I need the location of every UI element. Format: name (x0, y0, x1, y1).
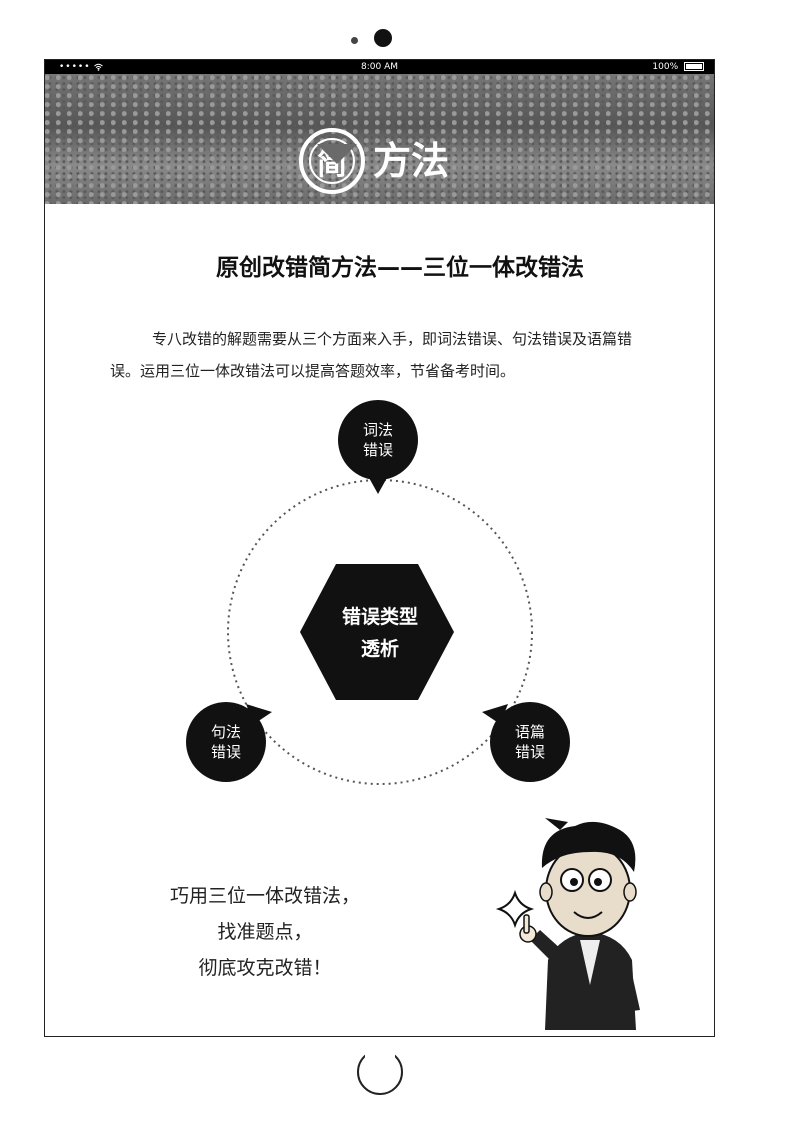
page-title: 原创改错简方法——三位一体改错法 (216, 255, 584, 281)
battery-percent: 100% (652, 62, 679, 72)
node-lexical-line1: 词法 (362, 421, 393, 439)
node-discourse-label: 语篇 错误 (500, 722, 560, 762)
device-sensor (351, 37, 358, 44)
intro-paragraph: 专八改错的解题需要从三个方面来入手，即词法错误、句法错误及语篇错误。运用三位一体… (110, 330, 633, 380)
sparkle-icon (495, 889, 535, 929)
node-lexical-line2: 错误 (362, 441, 393, 459)
banner-pointer (317, 144, 357, 164)
home-button[interactable] (357, 1047, 403, 1095)
node-syntactic-line2: 错误 (210, 743, 241, 761)
node-syntactic-label: 句法 错误 (196, 722, 256, 762)
node-lexical-label: 词法 错误 (348, 420, 408, 460)
slogan-line1: 巧用三位一体改错法， (169, 885, 360, 907)
slogan-line3: 彻底攻克改错！ (198, 957, 332, 979)
signal-dots: ••••• (59, 62, 91, 72)
clock: 8:00 AM (361, 62, 398, 72)
node-syntactic-line1: 句法 (210, 723, 241, 741)
device-camera (374, 29, 392, 47)
slogan: 巧用三位一体改错法， 找准题点， 彻底攻克改错！ (150, 878, 380, 986)
center-label: 错误类型 透析 (320, 601, 440, 665)
slogan-line2: 找准题点， (217, 921, 313, 943)
node-discourse-line2: 错误 (514, 743, 545, 761)
banner-title: 方法 (373, 139, 450, 183)
battery-indicator: 100% (652, 60, 704, 74)
header-banner: 简 方法 (45, 74, 714, 204)
center-label-line1: 错误类型 (341, 606, 418, 628)
center-label-line2: 透析 (360, 638, 399, 660)
battery-icon (684, 62, 704, 71)
wifi-icon (94, 63, 104, 71)
status-bar: ••••• 8:00 AM 100% (45, 60, 714, 74)
signal-indicator: ••••• (59, 60, 104, 74)
node-discourse-line1: 语篇 (514, 723, 545, 741)
